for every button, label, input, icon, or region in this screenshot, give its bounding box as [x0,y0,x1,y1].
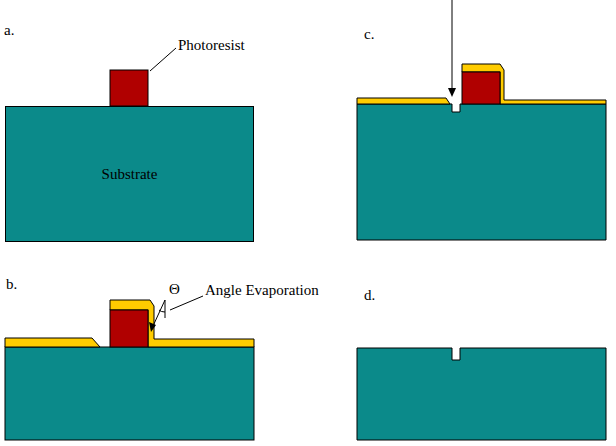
metal-film [462,64,606,104]
part-label: Photoresist [178,37,245,54]
process-label: Angle Evaporation [205,282,319,299]
panel-letter: d. [364,287,375,304]
arrow-head [448,88,456,97]
photoresist-block [110,70,148,106]
metal-film [110,300,254,347]
photoresist-block [110,310,148,347]
substrate-etched [357,348,606,440]
panel-letter: c. [364,26,374,43]
normal-line [165,300,166,318]
photoresist-block [462,72,500,104]
substrate [5,347,254,440]
angle-symbol: Θ [169,281,180,298]
evaporation-arrow [153,300,165,326]
metal-film [357,98,450,104]
substrate-box: Substrate [5,106,254,242]
arrow-head [149,322,156,332]
etch-arrow [452,0,453,90]
angle-arc [159,310,165,312]
leader-line [150,48,176,71]
panel-letter: b. [6,276,17,293]
node-text: Substrate [102,166,158,183]
panel-letter: a. [4,22,14,39]
substrate-etched [357,104,606,240]
metal-film [5,338,100,347]
leader-line [170,296,203,310]
